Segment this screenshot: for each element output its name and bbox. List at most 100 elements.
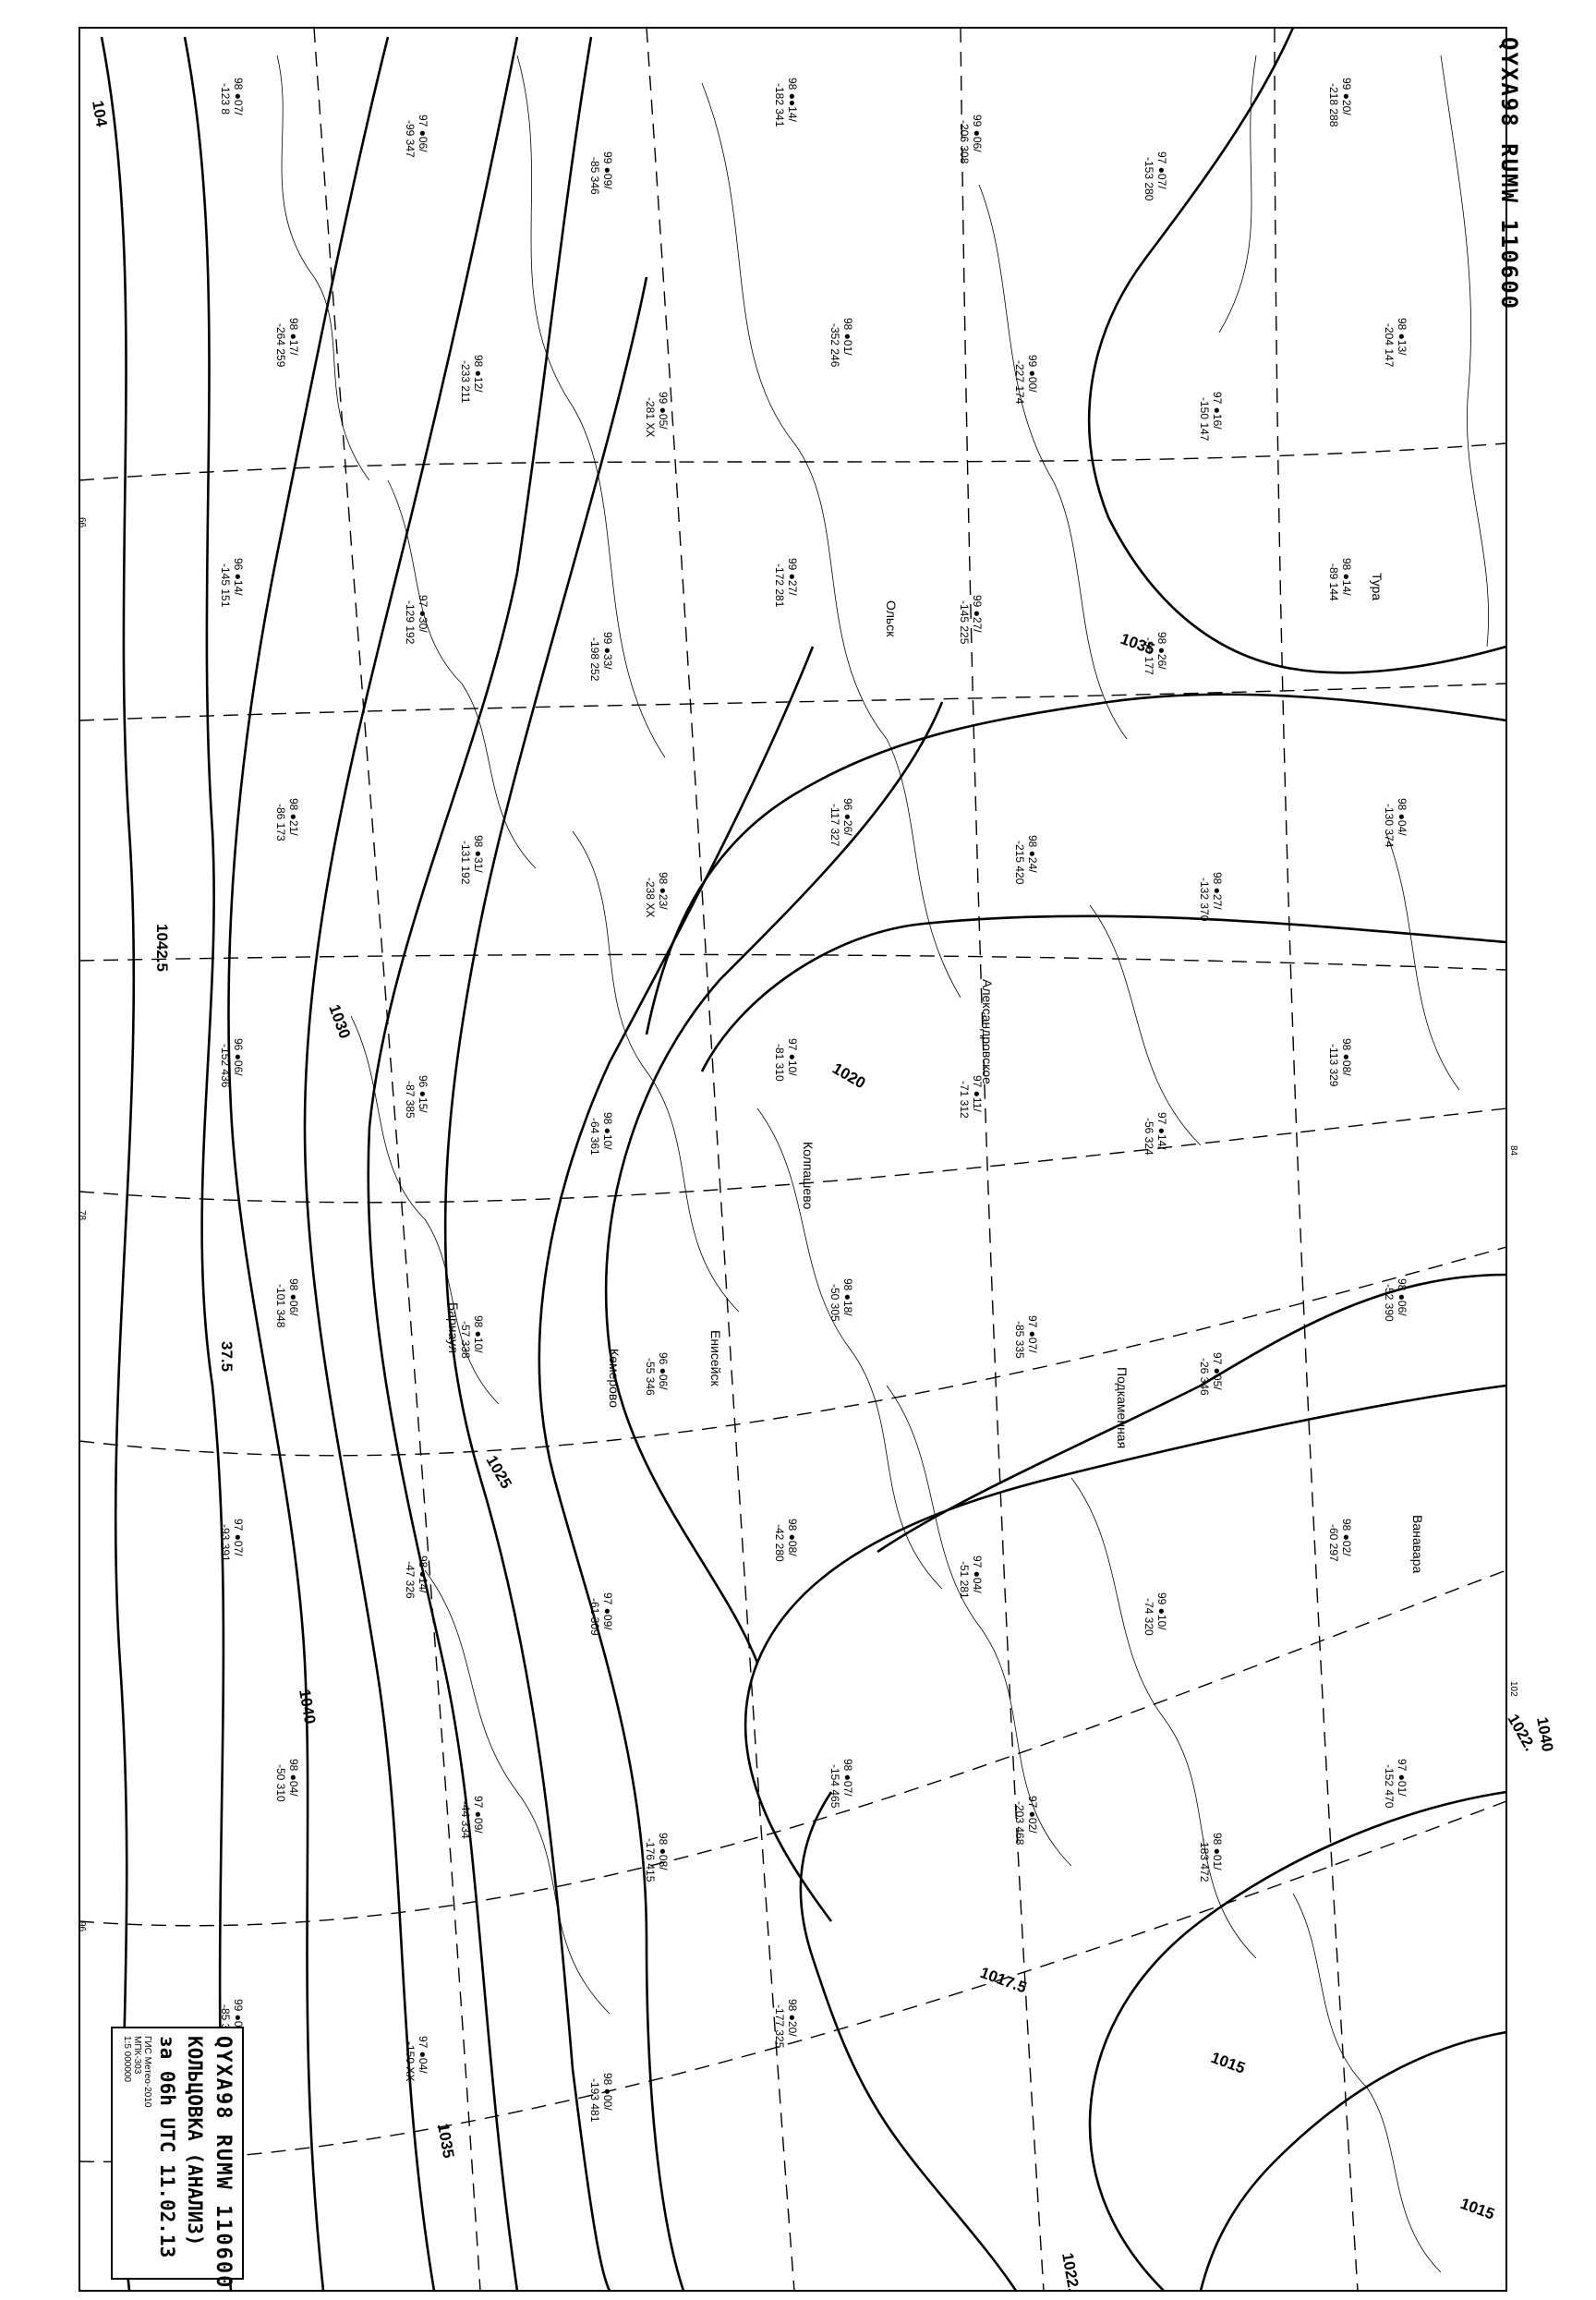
- river-line: [1089, 904, 1202, 1146]
- station-pressure: -215 420: [1013, 841, 1026, 885]
- place-name-layer: Александровское Барнаул Колпашево Енисей…: [446, 573, 1425, 1573]
- station-pressure: -81 310: [773, 1044, 786, 1082]
- station-pressure: -153 280: [1143, 157, 1155, 201]
- river-line: [701, 82, 961, 999]
- station-pressure: -154 465: [828, 1764, 841, 1809]
- station-pressure: -56 324: [1143, 1118, 1155, 1156]
- station-value: 97 ●14/: [1155, 1112, 1168, 1150]
- station-value: 98 ●01/: [841, 318, 854, 356]
- coast-line: [1292, 1893, 1442, 2273]
- station-value: 98 ●24/: [1026, 835, 1039, 873]
- station-value: 96 ●15/: [417, 1075, 429, 1113]
- station-pressure: -51 281: [958, 1561, 971, 1599]
- legend-box: QYXA98 RUMW 110600 КОЛЬЦОВКА (АНАЛИЗ) за…: [111, 2027, 244, 2289]
- station-pressure: -61 309: [588, 1598, 601, 1636]
- station-value: 97 ●11/: [971, 1075, 984, 1112]
- isobar: [303, 36, 519, 2292]
- margin-tick: 66: [77, 517, 87, 528]
- station-pressure: -101 348: [274, 1284, 287, 1328]
- station-value: 96 ●26/: [841, 798, 854, 836]
- legend-text: QYXA98 RUMW 110600 КОЛЬЦОВКА (АНАЛИЗ) за…: [122, 2036, 235, 2289]
- station-value: 99 ●27/: [971, 595, 984, 633]
- river-line: [886, 1385, 1072, 1867]
- place-name: Енисейск: [708, 1330, 723, 1386]
- station-value: 98 ●04/: [1396, 798, 1409, 836]
- isobars: [100, 27, 1507, 2292]
- station-pressure: -206 308: [958, 120, 971, 164]
- station-pressure: -176 415: [644, 1838, 657, 1882]
- station-pressure: -264 259: [274, 323, 287, 368]
- isobar-label: 1022.: [1505, 1712, 1540, 1754]
- map-frame: [79, 27, 1507, 2292]
- station-value: 97 ●30/: [417, 595, 429, 633]
- station-value: 98 ●21/: [287, 798, 300, 836]
- place-name: Тура: [1370, 573, 1384, 600]
- station-value: 97 ●02/: [1026, 1796, 1039, 1834]
- isobar-label: 37.5: [218, 1341, 236, 1372]
- station-value: 98 ●08/: [786, 1519, 799, 1556]
- isobar-label: 1040: [296, 1688, 319, 1725]
- station-pressure: -55 346: [644, 1358, 657, 1396]
- station-pressure: -57 338: [459, 1321, 472, 1359]
- product-header: QYXA98 RUMW 110600: [1496, 37, 1522, 310]
- station-pressure: -52 390: [1383, 1284, 1396, 1322]
- isobar: [538, 646, 815, 2292]
- station-pressure: -71 312: [958, 1081, 971, 1119]
- station-pressure: -113 329: [1327, 1044, 1340, 1087]
- isobar: [744, 1384, 1507, 1922]
- station-value: 96 ●06/: [657, 1352, 670, 1390]
- coast-line: [1440, 54, 1490, 648]
- isobar: [1088, 1790, 1507, 2292]
- station-pressure: -227 174: [1013, 360, 1026, 405]
- station-value: 98 ●04/: [287, 1759, 300, 1797]
- place-name: Подкаменная: [1115, 1367, 1130, 1448]
- river-line: [424, 1569, 611, 2015]
- isobar-label-layer: 1035 1040 1042.5 1030 1025 1020 1017.5 1…: [89, 99, 1556, 2293]
- station-pressure: -123 8: [219, 83, 232, 115]
- margin-tick: 78: [77, 1210, 87, 1221]
- station-value: 98 ●12/: [472, 355, 485, 393]
- station-pressure: -182 341: [773, 83, 786, 127]
- station-pressure: -238 XX: [644, 878, 657, 917]
- station-pressure: -233 211: [459, 360, 472, 404]
- station-value: 97 ●07/: [1026, 1315, 1039, 1353]
- station-pressure: -152 470: [1383, 1764, 1396, 1809]
- station-pressure: -198 252: [588, 637, 601, 682]
- station-value: 98 ●08/: [1340, 1038, 1353, 1076]
- isobar: [877, 1273, 1507, 1554]
- station-pressure: -203 468: [1013, 1801, 1026, 1846]
- isobar-label: 1015: [1458, 2195, 1497, 2223]
- station-value: 99 ●09/: [601, 151, 614, 189]
- station-value: 99 ●27/: [786, 558, 799, 596]
- legend-credit: ГИС Метео-2010: [142, 2036, 152, 2108]
- grid-line: [79, 953, 1507, 971]
- isobar: [1087, 27, 1507, 674]
- station-pressure: -44 334: [459, 1801, 472, 1839]
- place-name: Александровское: [980, 979, 995, 1084]
- station-value: 98 ●08/: [657, 1833, 670, 1870]
- header-product-code: QYXA98 RUMW 110600: [1496, 37, 1522, 311]
- station-pressure: -152 436: [219, 1044, 232, 1088]
- station-pressure: -281 XX: [644, 397, 657, 437]
- station-value: 98 ●17/: [287, 318, 300, 356]
